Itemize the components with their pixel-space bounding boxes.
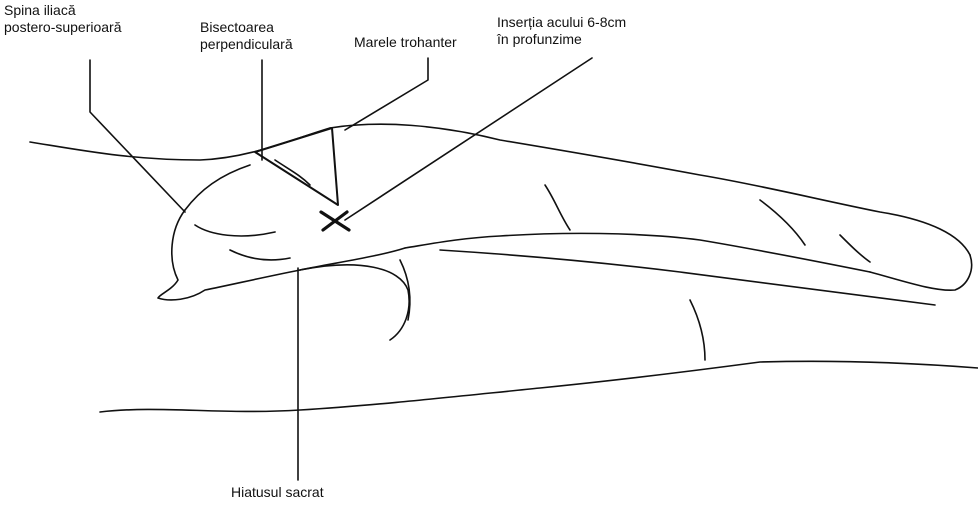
- label-bisectoarea-line1: Bisectoarea: [200, 19, 293, 36]
- lower-leg-top: [440, 250, 935, 305]
- bisector-triangle: [255, 128, 338, 205]
- foot-outline: [870, 255, 972, 290]
- hip-lower-contour: [300, 265, 409, 340]
- leader-spina: [90, 60, 185, 212]
- label-bisectoarea: Bisectoarea perpendiculară: [200, 19, 293, 53]
- hip-detail-1: [195, 225, 275, 236]
- calf-detail: [760, 200, 805, 245]
- label-trohanter-text: Marele trohanter: [354, 34, 457, 51]
- hip-detail-2: [230, 250, 290, 260]
- label-spina-iliaca: Spina iliacă postero-superioară: [4, 2, 122, 36]
- label-marele-trohanter: Marele trohanter: [354, 34, 457, 51]
- label-insertia-line2: în profunzime: [497, 31, 626, 48]
- label-hiatus-text: Hiatusul sacrat: [231, 484, 324, 501]
- needle-insertion-mark: [321, 212, 349, 230]
- label-insertia-line1: Inserția acului 6-8cm: [497, 14, 626, 31]
- label-insertia-acului: Inserția acului 6-8cm în profunzime: [497, 14, 626, 48]
- label-spina-line1: Spina iliacă: [4, 2, 122, 19]
- label-spina-line2: postero-superioară: [4, 19, 122, 36]
- knee-detail: [545, 185, 570, 230]
- lower-knee-detail: [690, 300, 705, 360]
- triangle-inner-detail: [275, 160, 310, 185]
- label-hiatusul-sacrat: Hiatusul sacrat: [231, 484, 324, 501]
- label-bisectoarea-line2: perpendiculară: [200, 36, 293, 53]
- hand-outline: [158, 210, 300, 300]
- arm-outline: [185, 165, 250, 210]
- ankle-detail: [840, 235, 870, 262]
- leader-insertia: [345, 58, 592, 220]
- lower-leg-bottom: [100, 361, 978, 412]
- leader-trohanter: [345, 58, 428, 130]
- back-outline: [30, 128, 330, 160]
